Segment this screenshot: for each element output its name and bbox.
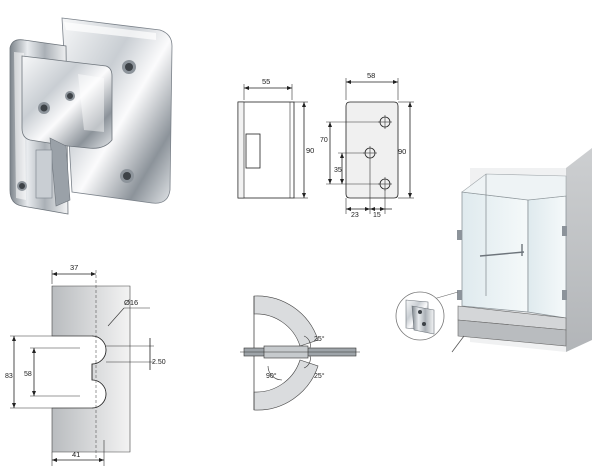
- top-height-label: 90: [306, 146, 314, 155]
- cutout-top-width-label: 37: [70, 263, 78, 272]
- angle-top-label: 25°: [314, 335, 325, 343]
- hinge-detail-icon: [395, 291, 445, 341]
- cutout-bottom-width-label: 41: [72, 450, 80, 459]
- cutout-offset-label: 2.50: [152, 359, 166, 366]
- screw-icon: [17, 181, 27, 191]
- hole-half-spacing-label: 35: [334, 167, 342, 174]
- rotation-diagram: 25° 25° 90°: [240, 295, 360, 411]
- top-width-label: 55: [262, 77, 270, 86]
- front-width-label: 58: [367, 71, 375, 80]
- screw-icon: [122, 60, 136, 74]
- shower-enclosure-illustration: [395, 148, 592, 353]
- hinge-photo: [9, 17, 173, 215]
- glass-cutout-drawing: 37 Ø16 83 58 2.50 41: [5, 263, 166, 466]
- hole-x-label: 23: [351, 212, 359, 219]
- cutout-radius-label: Ø16: [124, 298, 138, 307]
- hole-spacing-label: 70: [320, 137, 328, 144]
- angle-bottom-label: 25°: [314, 372, 325, 380]
- mount-hole-icon: [363, 146, 377, 160]
- screw-icon: [65, 91, 75, 101]
- screw-icon: [120, 169, 134, 183]
- screw-icon: [38, 102, 50, 114]
- top-view-drawing: 55 90: [237, 77, 314, 199]
- cutout-inner-height-label: 58: [24, 371, 32, 378]
- hole-x2-label: 15: [373, 212, 381, 219]
- cutout-outer-height-label: 83: [5, 373, 13, 380]
- front-view-drawing: 58 70 35 90 23 15: [320, 71, 414, 219]
- angle-side-label: 90°: [266, 372, 277, 380]
- front-height-label: 90: [398, 147, 406, 156]
